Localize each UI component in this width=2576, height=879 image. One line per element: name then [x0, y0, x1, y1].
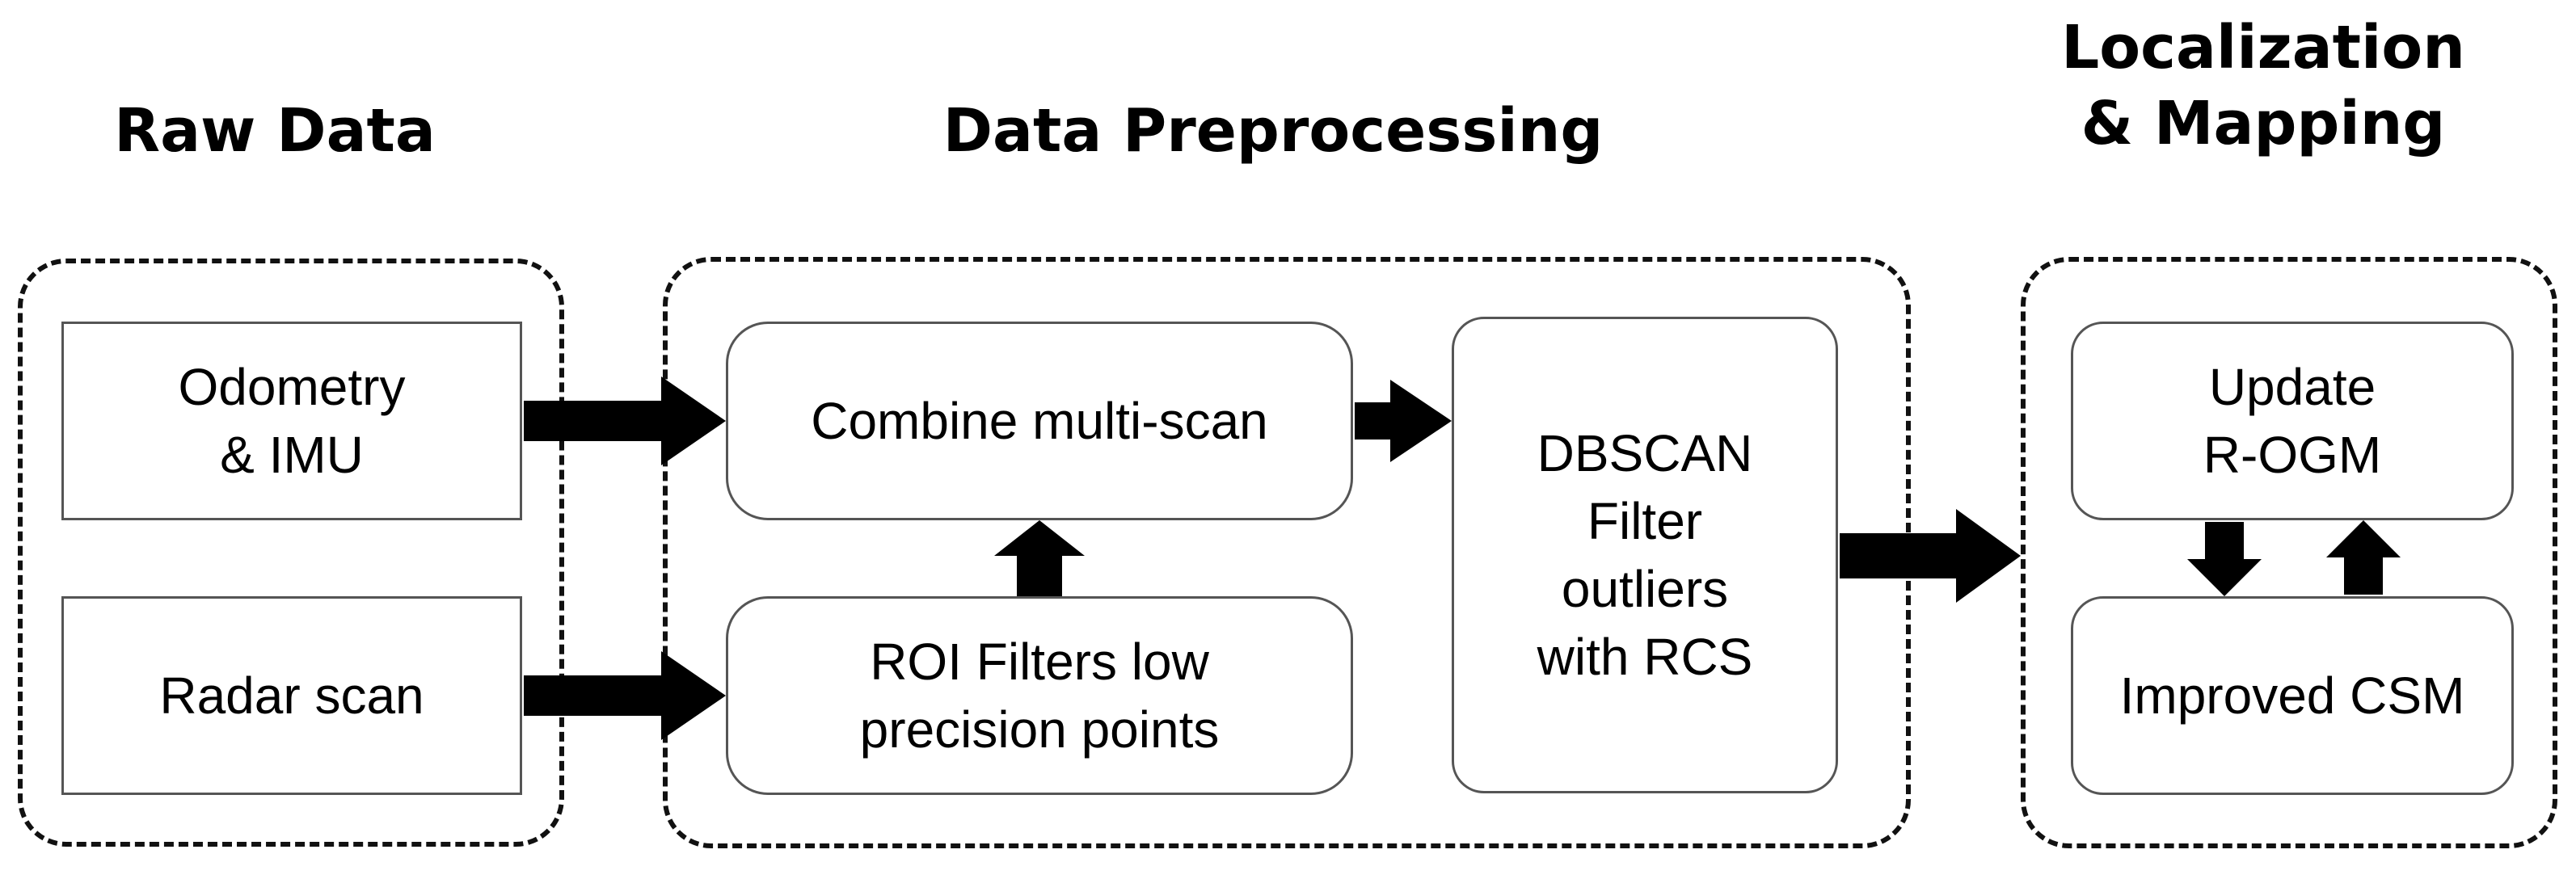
roi-filters-label: ROI Filters low precision points	[859, 633, 1220, 759]
roi-filters-box: ROI Filters low precision points	[726, 596, 1353, 795]
combine-multiscan-label: Combine multi-scan	[811, 392, 1268, 450]
localization-mapping-group	[2021, 257, 2557, 848]
localization-mapping-title: Localization & Mapping	[2061, 13, 2465, 158]
improved-csm-label: Improved CSM	[2119, 667, 2465, 725]
update-rogm-box: Update R-OGM	[2071, 322, 2514, 520]
odometry-imu-label: Odometry & IMU	[178, 358, 406, 484]
combine-multiscan-box: Combine multi-scan	[726, 322, 1353, 520]
improved-csm-box: Improved CSM	[2071, 596, 2514, 795]
raw-data-group	[18, 259, 564, 847]
odometry-imu-box: Odometry & IMU	[61, 322, 522, 520]
radar-scan-box: Radar scan	[61, 596, 522, 795]
radar-scan-label: Radar scan	[159, 667, 424, 725]
dbscan-box: DBSCAN Filter outliers with RCS	[1452, 317, 1838, 793]
dbscan-label: DBSCAN Filter outliers with RCS	[1537, 424, 1753, 686]
update-rogm-label: Update R-OGM	[2203, 358, 2382, 484]
raw-data-title: Raw Data	[114, 96, 436, 166]
data-preprocessing-title: Data Preprocessing	[942, 96, 1604, 166]
